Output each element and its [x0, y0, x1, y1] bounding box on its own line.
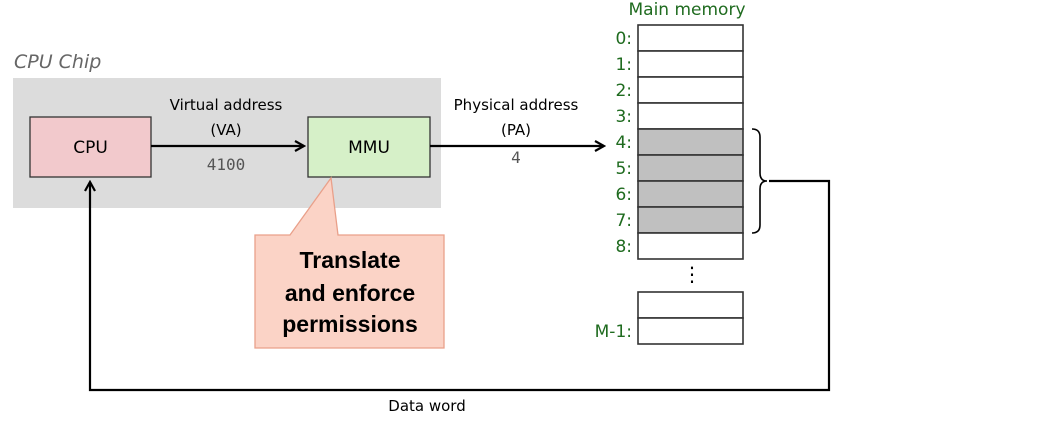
va-label-line1: Virtual address	[170, 96, 283, 114]
memory-cell	[637, 50, 744, 78]
callout-line-3: permissions	[282, 311, 418, 337]
mmu-box	[307, 116, 431, 178]
data-word-return-line	[90, 179, 831, 392]
main-memory-title: Main memory	[628, 0, 745, 20]
address-label-4: 4:	[615, 133, 632, 153]
pa-label-line2: (PA)	[501, 121, 531, 139]
va-value: 4100	[207, 155, 246, 174]
address-label-last: M-1:	[595, 322, 632, 342]
memory-cell-highlighted	[637, 206, 744, 234]
cpu-box	[29, 116, 152, 178]
memory-cell-highlighted	[637, 154, 744, 182]
va-label-line2: (VA)	[210, 121, 241, 139]
address-label-6: 6:	[615, 185, 632, 205]
data-word-brace	[751, 128, 768, 234]
memory-cell-highlighted	[637, 180, 744, 208]
address-label-5: 5:	[615, 159, 632, 179]
memory-cell-last	[637, 317, 744, 345]
pa-value: 4	[511, 148, 521, 167]
data-word-label: Data word	[388, 397, 465, 415]
memory-cell	[637, 24, 744, 52]
mmu-label: MMU	[348, 138, 390, 158]
pa-label-line1: Physical address	[454, 96, 579, 114]
address-label-1: 1:	[615, 55, 632, 75]
callout-line-1: Translate	[300, 247, 401, 273]
memory-ellipsis: ⋮	[682, 262, 702, 286]
memory-address-labels: 0: 1: 2: 3: 4: 5: 6: 7: 8: M-1:	[595, 29, 632, 342]
address-label-3: 3:	[615, 107, 632, 127]
memory-cell	[637, 76, 744, 104]
memory-cells	[637, 24, 744, 345]
address-label-8: 8:	[615, 237, 632, 257]
address-label-2: 2:	[615, 81, 632, 101]
address-label-0: 0:	[615, 29, 632, 49]
address-label-7: 7:	[615, 211, 632, 231]
memory-cell-highlighted	[637, 128, 744, 156]
memory-cell	[637, 102, 744, 130]
callout-line-2: and enforce	[285, 280, 415, 306]
memory-cell	[637, 291, 744, 319]
callout-bubble	[254, 176, 445, 349]
cpu-label: CPU	[73, 138, 108, 158]
cpu-chip-label: CPU Chip	[14, 51, 101, 73]
memory-cell	[637, 232, 744, 260]
